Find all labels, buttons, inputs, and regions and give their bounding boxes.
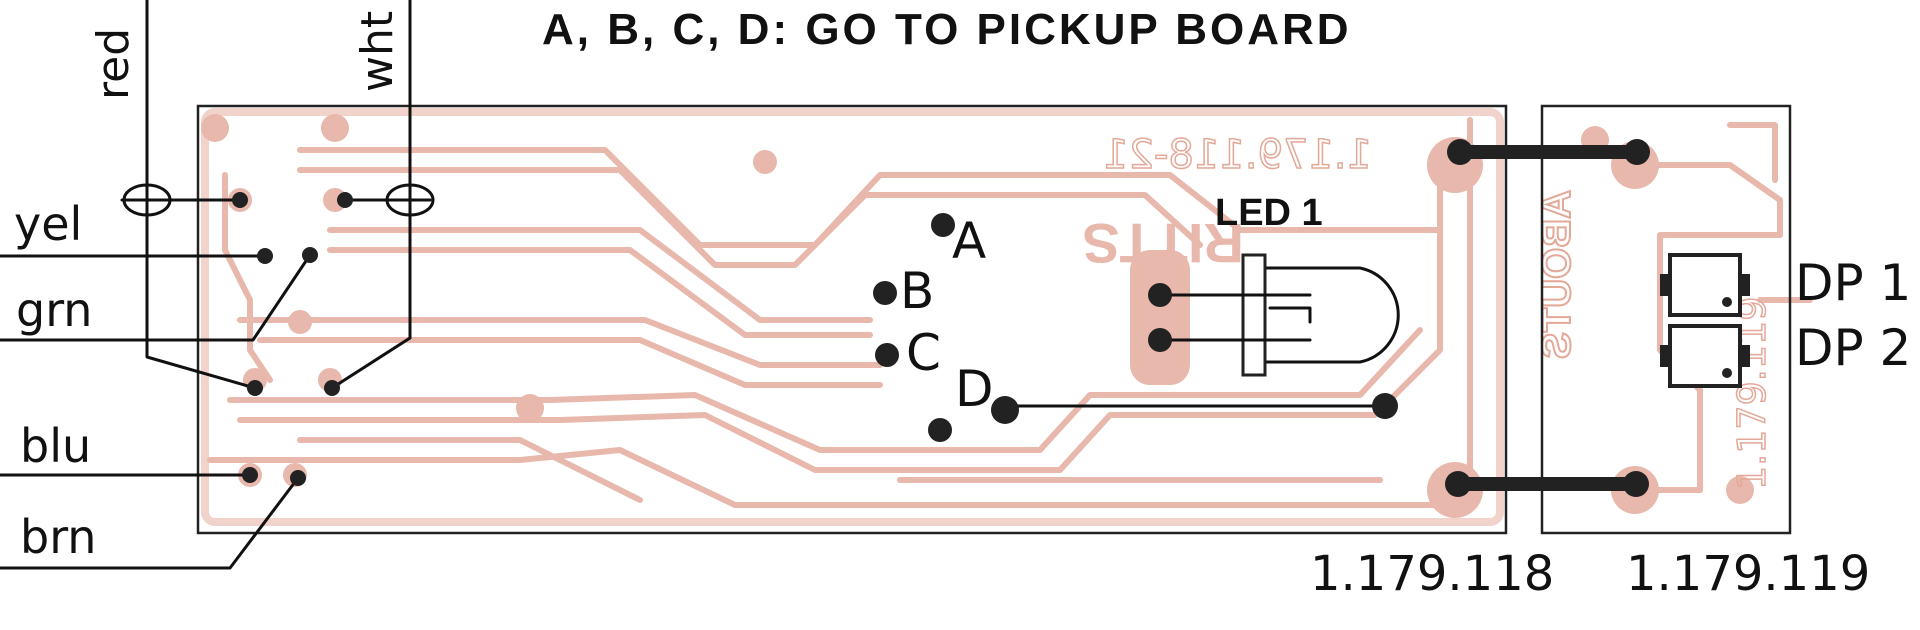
main-board-part-number: 1.179.118: [1310, 546, 1554, 602]
aux-copper-pads: [1581, 126, 1754, 514]
wire-label-wht: wht: [352, 11, 403, 92]
led-1-body: [1248, 266, 1400, 364]
mirrored-brand: RITTS: [1082, 212, 1244, 275]
wire-label-grn: grn: [16, 283, 92, 337]
point-c-label: C: [906, 324, 941, 382]
dp1: [1660, 253, 1750, 317]
aux-board-outline: [1540, 104, 1792, 535]
external-wires: [0, 0, 435, 570]
mirrored-brand-silkscreen: RITTS: [1082, 212, 1244, 275]
led-1: LED 1: [1148, 192, 1400, 377]
point-d-dot: [928, 418, 952, 442]
wire-wht: [330, 0, 412, 390]
dp2: [1660, 324, 1750, 388]
dp-components: DP 1 DP 2: [1660, 253, 1911, 388]
mirrored-silkscreen: 1.179.118-21: [1102, 131, 1372, 179]
dp1-label: DP 1: [1795, 254, 1911, 312]
wire-label-yel: yel: [14, 197, 82, 251]
main-board-copper-frame: [201, 108, 1504, 526]
board-jumpers: [1445, 139, 1650, 497]
point-b-dot: [873, 281, 897, 305]
wire-loop-right: [385, 183, 435, 217]
main-board-outline: [196, 104, 1508, 535]
wire-loop-left: [122, 183, 172, 217]
point-a-label: A: [952, 212, 986, 270]
main-board: 1.179.118-21 RITTS: [196, 104, 1508, 535]
point-d-label: D: [955, 360, 994, 418]
pickup-points: A B C D: [873, 212, 1398, 442]
led-1-label: LED 1: [1215, 192, 1323, 234]
led-1-flange: [1241, 253, 1267, 377]
dp2-label: DP 2: [1795, 319, 1911, 377]
point-a-dot: [931, 213, 955, 237]
wire-grn: [0, 253, 312, 342]
wire-labels: red wht yel grn blu brn: [14, 11, 403, 564]
wire-red: [145, 0, 257, 390]
wire-label-brn: brn: [20, 510, 96, 564]
aux-board: ABOUTS 1.179.119: [1534, 104, 1813, 535]
wire-label-red: red: [88, 28, 139, 100]
mirrored-part-number: 1.179.118-21: [1103, 132, 1372, 178]
point-b-label: B: [900, 262, 934, 320]
wire-label-blu: blu: [20, 419, 91, 473]
diagram-title: A, B, C, D: GO TO PICKUP BOARD: [542, 5, 1352, 54]
aux-board-part-number: 1.179.119: [1626, 546, 1870, 602]
wire-brn: [0, 476, 300, 570]
point-c-dot: [875, 343, 899, 367]
